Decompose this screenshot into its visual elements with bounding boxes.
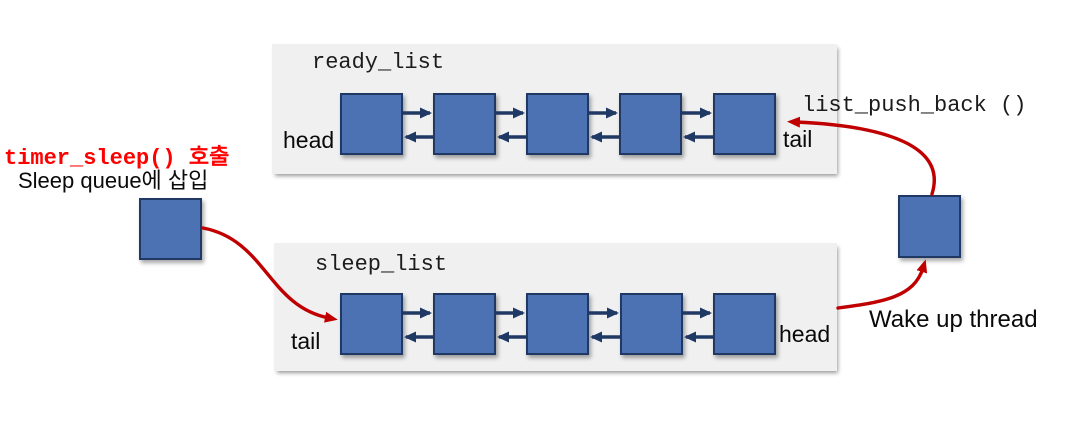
ready-list-panel: ready_list head tail	[272, 44, 837, 174]
list-node	[619, 93, 682, 155]
ready-list-nodes	[272, 44, 837, 174]
list-node	[620, 293, 683, 355]
sleep-head-label: head	[779, 321, 831, 347]
list-node	[713, 293, 776, 355]
wake-up-arrow	[836, 259, 928, 310]
ready-list-link-arrows-svg	[401, 107, 715, 143]
ready-tail-label: tail	[783, 126, 813, 152]
sleep-list-link-arrows-svg	[401, 307, 715, 343]
list-push-back-label: list_push_back ()	[802, 93, 1027, 118]
list-node	[340, 93, 403, 155]
list-node	[433, 93, 496, 155]
sleep-list-panel: sleep_list tail head	[274, 243, 837, 371]
list-node	[526, 93, 589, 155]
wake-up-thread-label: Wake up thread	[869, 306, 1038, 333]
sleep-queue-insert-label: Sleep queue에 삽입	[18, 168, 209, 193]
sleep-list-nodes	[274, 243, 837, 371]
timer-sleep-callout: timer_sleep() 호출	[4, 146, 230, 171]
ready-head-label: head	[283, 127, 335, 153]
sleep-list-title: sleep_list	[315, 252, 448, 277]
list-node	[433, 293, 496, 355]
sleeping-thread-node	[139, 198, 202, 260]
waking-thread-node	[898, 195, 961, 258]
ready-list-title: ready_list	[312, 50, 445, 75]
sleep-tail-label: tail	[291, 328, 321, 354]
list-node	[340, 293, 403, 355]
list-node	[526, 293, 589, 355]
list-node	[713, 93, 776, 155]
